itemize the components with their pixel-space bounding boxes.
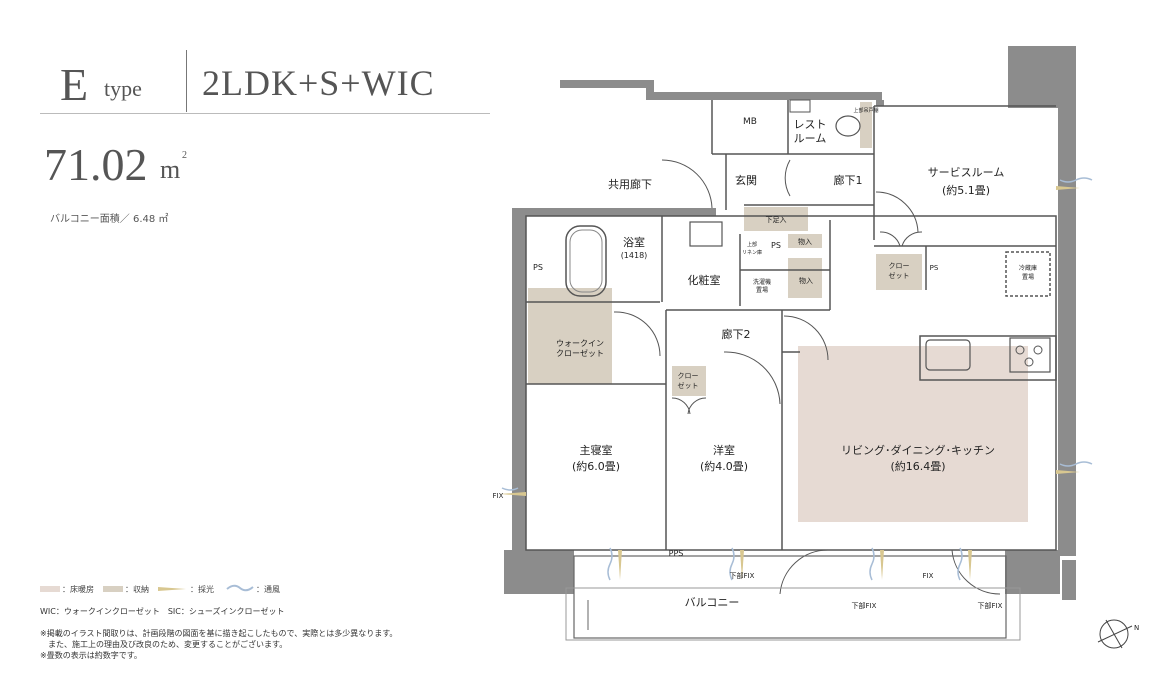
shoe-storage — [744, 207, 808, 231]
linen-label-2: リネン庫 — [742, 249, 762, 256]
walls — [504, 46, 1076, 600]
room-service: サービスルーム — [928, 166, 1005, 179]
room-powder: 化粧室 — [688, 273, 721, 287]
burner-icon — [1024, 357, 1034, 367]
burner-icon — [1015, 345, 1025, 355]
hand-wash-icon — [789, 99, 811, 113]
room-ldk-size: (約16.4畳) — [890, 459, 945, 473]
wic-storage — [528, 288, 612, 384]
upper-shelf — [860, 102, 872, 148]
door-swings — [613, 159, 1001, 595]
room-roka1: 廊下1 — [834, 173, 863, 187]
room-bath-size: (1418) — [621, 251, 648, 260]
closet-b — [672, 366, 706, 396]
note-3: ※畳数の表示は約数字です。 — [40, 651, 142, 660]
legend-daylight: ：採光 — [190, 585, 214, 594]
ps-c-label: PS — [930, 264, 939, 272]
balcony-outline — [573, 555, 1007, 639]
storage-b — [788, 258, 822, 298]
ventilation-icon — [226, 584, 254, 592]
washer-label-2: 置場 — [756, 286, 768, 294]
ldk-floor-heating-2 — [800, 346, 912, 398]
layout-title: 2LDK+S+WIC — [202, 63, 435, 103]
kitchen-sink — [925, 339, 971, 371]
closet-a-label-2: ゼット — [889, 271, 910, 280]
ps-a-label: PS — [771, 241, 781, 250]
shoe-cabinet-label: 下足入 — [766, 216, 787, 224]
ventilation-markers — [501, 177, 1093, 581]
room-western: 洋室 — [713, 443, 735, 457]
balcony-area: バルコニー面積／ 6.48 ㎡ — [50, 214, 169, 225]
closet-a-label-1: クロー — [889, 262, 910, 270]
room-master-size: (約6.0畳) — [572, 459, 620, 473]
note-1: ※掲載のイラスト間取りは、計画段階の図面を基に描き起こしたもので、実際とは多少異… — [40, 629, 398, 638]
balcony-rail — [565, 587, 1021, 641]
cooktop — [1009, 337, 1051, 373]
wic-label-1: ウォークイン — [556, 339, 604, 348]
abbreviations: WIC：ウォークインクローゼット SIC：シューズインクローゼット — [40, 607, 285, 616]
lower-fix-b-label: 下部FIX — [852, 601, 877, 610]
compass-north: N — [1134, 624, 1139, 632]
room-master: 主寝室 — [580, 443, 613, 457]
closet-b-label-1: クロー — [678, 372, 699, 380]
type-word: type — [104, 76, 142, 101]
pps-label: PPS — [669, 549, 684, 558]
room-rest-1: レスト — [794, 118, 827, 131]
type-letter: E — [60, 59, 89, 110]
closet-a — [876, 254, 922, 290]
closet-b-label-2: ゼット — [678, 381, 699, 390]
room-mb: MB — [743, 117, 757, 127]
storage-a-label: 物入 — [798, 237, 812, 246]
bathtub-inner — [569, 229, 603, 293]
room-genkan: 玄関 — [735, 173, 757, 187]
floor-heating-swatch — [40, 586, 60, 592]
fridge-label-1: 冷蔵庫 — [1019, 264, 1037, 272]
room-rest-2: ルーム — [794, 132, 827, 145]
storage-a — [788, 234, 822, 248]
daylight-icon — [158, 587, 186, 591]
bathtub — [565, 225, 607, 297]
storage-swatch — [103, 586, 123, 592]
daylight-markers — [500, 186, 1080, 580]
room-service-size: (約5.1畳) — [942, 183, 990, 197]
toilet-icon — [835, 115, 861, 137]
floor-area: 71.02 — [44, 139, 148, 190]
note-2: また、施工上の理由及び改良のため、変更することがございます。 — [40, 640, 288, 649]
wash-basin — [689, 221, 723, 247]
washer-label-1: 洗濯機 — [753, 278, 771, 286]
compass-icon: N — [1097, 619, 1139, 649]
floor-area-unit: m — [160, 155, 181, 184]
floor-area-unit-sup: 2 — [182, 150, 187, 161]
wic-label-2: クローゼット — [556, 348, 604, 358]
ps-b-label: PS — [533, 263, 543, 272]
partitions — [525, 100, 1057, 551]
linen-label-1: 上部 — [747, 241, 757, 248]
room-bath: 浴室 — [623, 235, 645, 249]
lower-fix-c-label: 下部FIX — [978, 601, 1003, 610]
burner-icon — [1033, 345, 1043, 355]
legend-ventilation: ：通風 — [256, 585, 280, 594]
legend-floor-heating: ：床暖房 — [62, 585, 94, 594]
floor-plan: MB レスト ルーム 上部吊戸棚 共用廊下 玄関 廊下1 サービスルーム (約5… — [493, 46, 1139, 649]
fix-mid-label: FIX — [923, 572, 934, 580]
fix-left-label: FIX — [493, 492, 504, 500]
room-balcony: バルコニー — [685, 596, 740, 609]
lower-fix-a-label: 下部FIX — [730, 571, 755, 580]
legend-storage: ：収納 — [125, 585, 149, 594]
common-corridor: 共用廊下 — [608, 177, 652, 191]
fridge-label-2: 置場 — [1022, 273, 1034, 281]
storage-b-label: 物入 — [799, 276, 813, 285]
room-roka2: 廊下2 — [722, 327, 751, 341]
upper-shelf-label: 上部吊戸棚 — [853, 107, 878, 114]
room-ldk: リビング･ダイニング･キッチン — [841, 443, 995, 457]
title-divider — [186, 50, 187, 112]
room-western-size: (約4.0畳) — [700, 459, 748, 473]
title-rule — [40, 113, 490, 114]
